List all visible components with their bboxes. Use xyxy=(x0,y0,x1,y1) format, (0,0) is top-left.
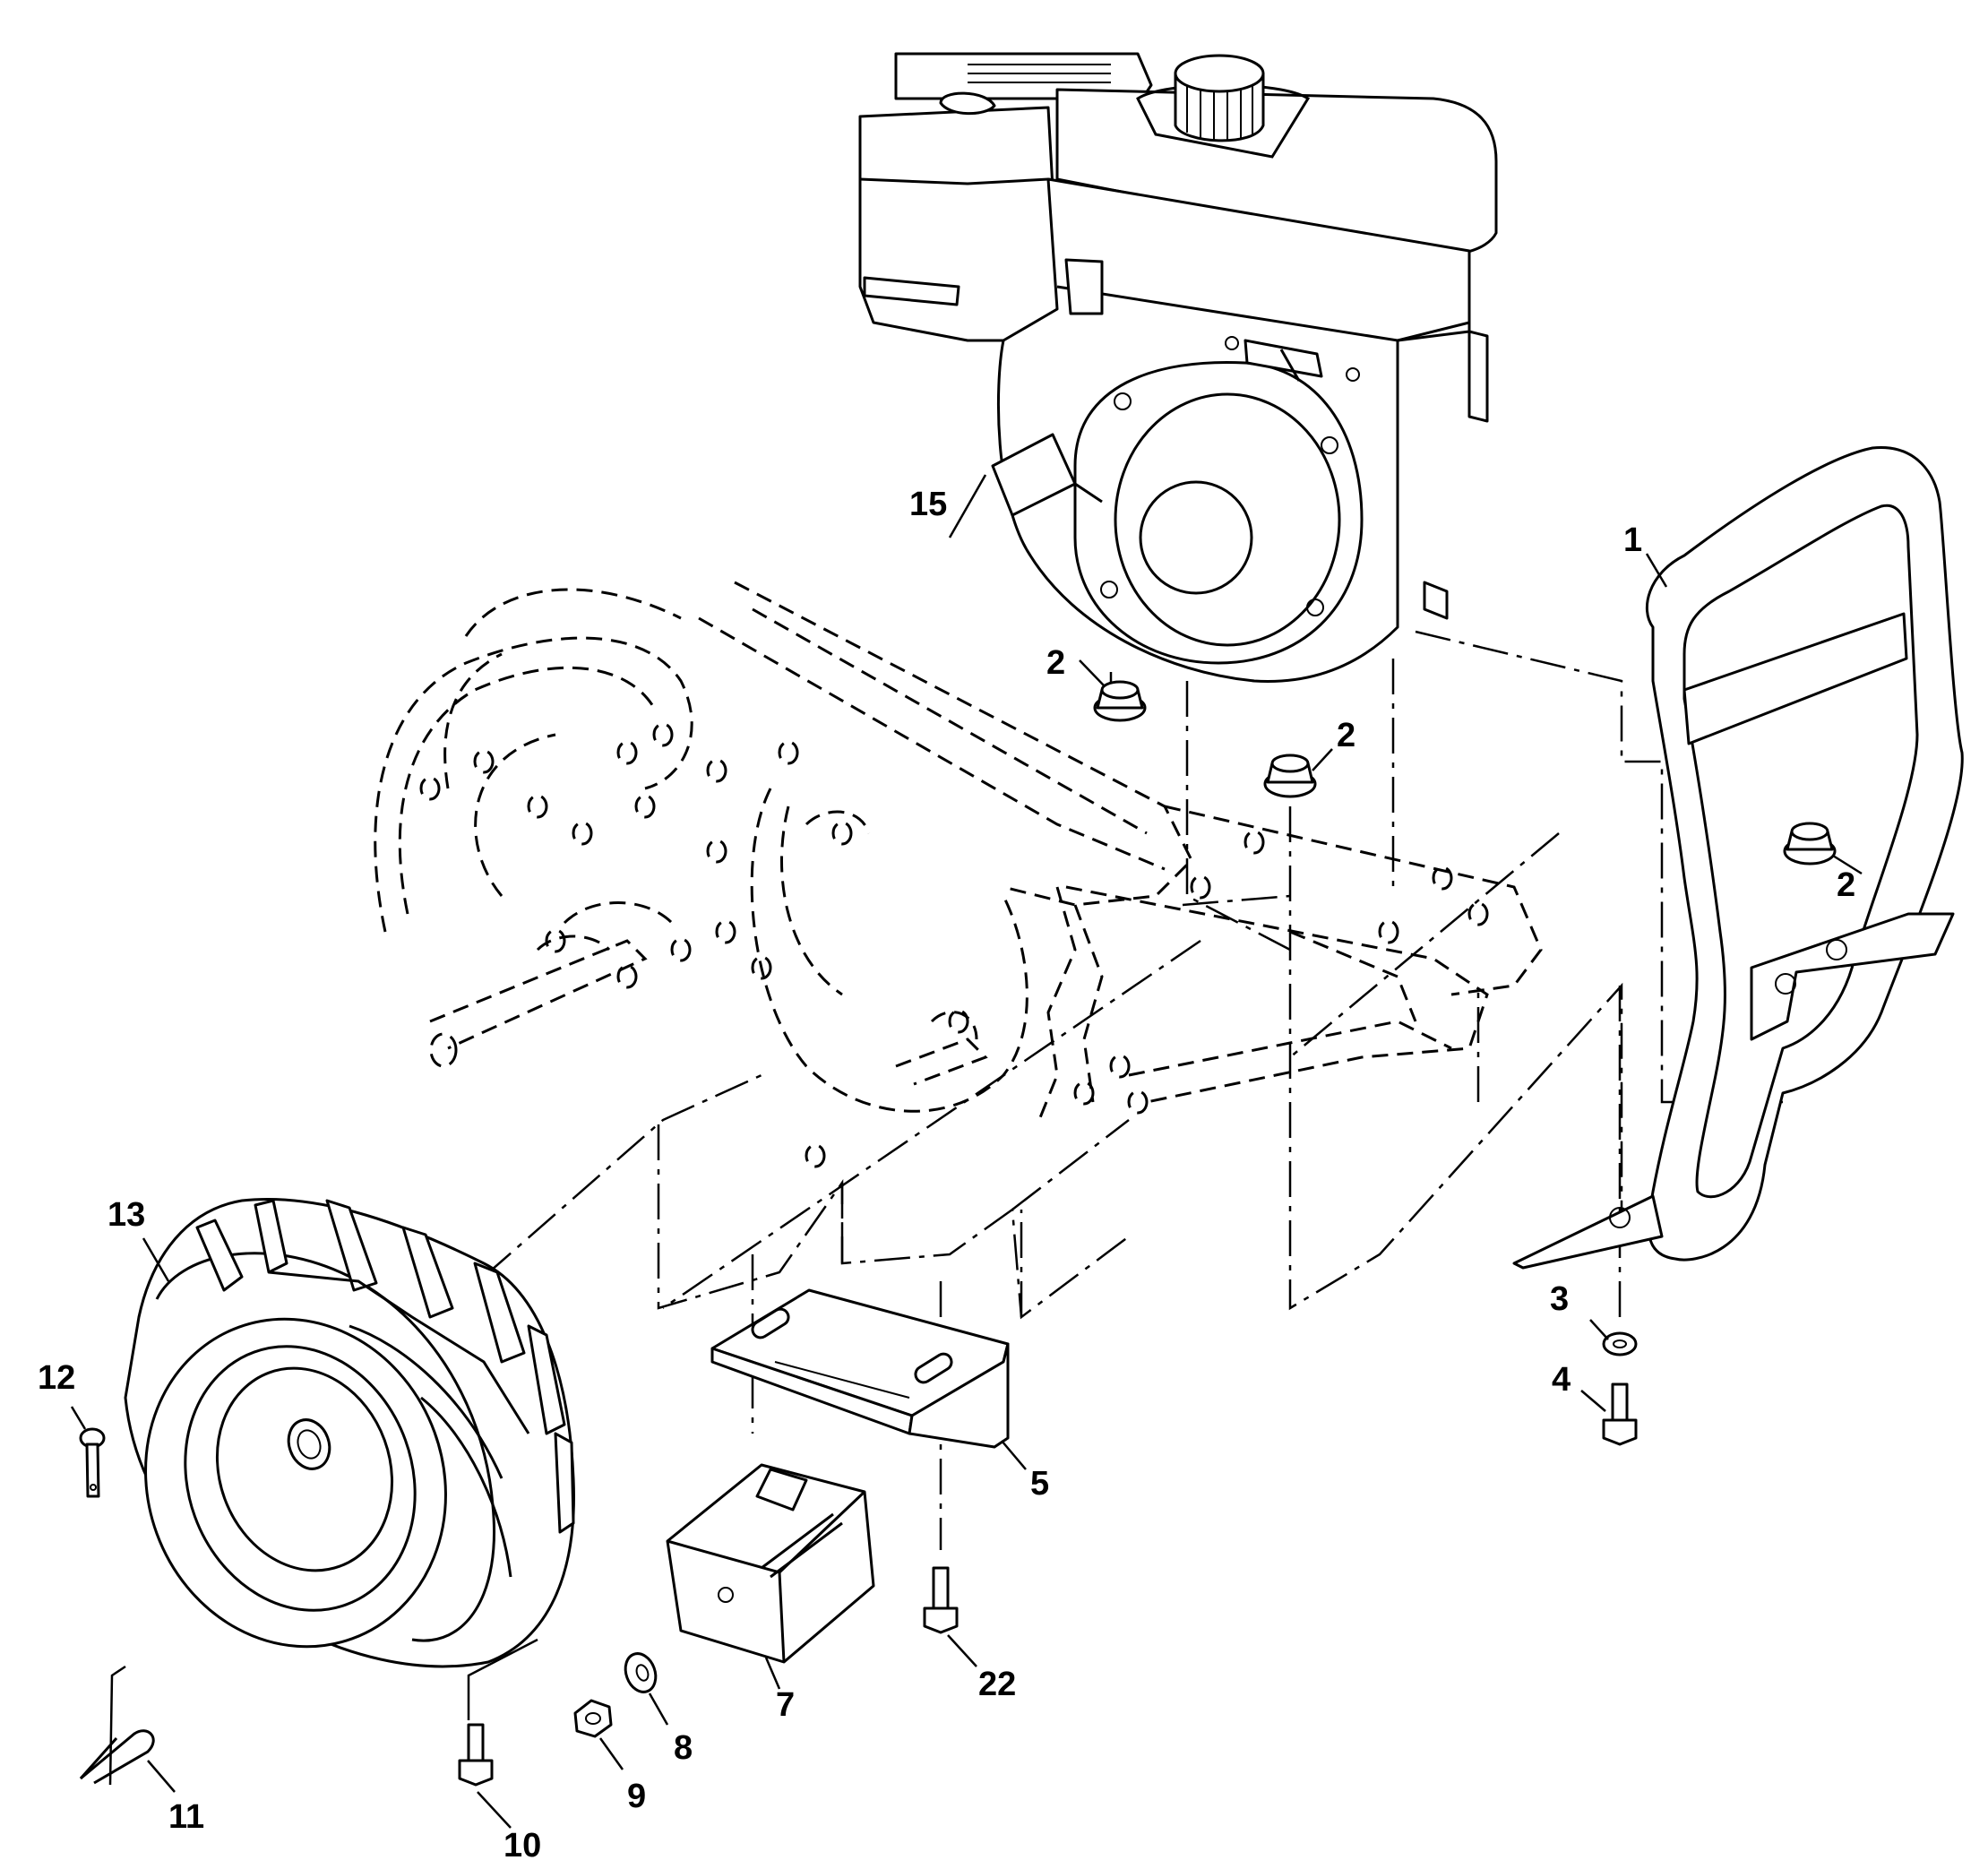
hairpin-clip-11 xyxy=(79,1729,155,1785)
callout-1: 1 xyxy=(1623,521,1642,559)
flange-nut-2-center xyxy=(1263,754,1317,798)
callout-2-left: 2 xyxy=(1046,644,1065,682)
callout-22: 22 xyxy=(978,1666,1016,1703)
clevis-pin-12 xyxy=(79,1427,106,1498)
washer-3 xyxy=(1602,1331,1638,1357)
callout-13: 13 xyxy=(108,1196,145,1234)
hex-nut-9 xyxy=(573,1699,613,1738)
callout-labels: 1 2 2 2 3 4 5 7 8 9 10 11 12 13 15 22 xyxy=(38,486,1855,1865)
callout-8: 8 xyxy=(674,1729,693,1767)
callout-2-right: 2 xyxy=(1837,866,1855,904)
callout-2-center: 2 xyxy=(1337,717,1355,754)
tiller-frame-phantom xyxy=(374,581,1543,1168)
lock-washer-8 xyxy=(624,1652,658,1693)
callout-11: 11 xyxy=(168,1798,204,1836)
engine xyxy=(858,52,1498,683)
callout-10: 10 xyxy=(503,1827,541,1865)
callout-15: 15 xyxy=(909,486,947,523)
callout-4: 4 xyxy=(1552,1361,1571,1399)
flange-nut-2-right xyxy=(1783,822,1837,866)
callout-7: 7 xyxy=(776,1686,795,1724)
leader-lines xyxy=(70,474,1863,1829)
wheel-tire xyxy=(124,1197,575,1668)
callout-5: 5 xyxy=(1030,1465,1049,1503)
callout-9: 9 xyxy=(627,1778,646,1815)
callout-12: 12 xyxy=(38,1359,75,1397)
hardware xyxy=(79,680,1837,1787)
assembly-centerlines xyxy=(483,630,1783,1550)
bolt-10 xyxy=(458,1723,494,1787)
callout-3: 3 xyxy=(1550,1280,1569,1318)
front-bumper xyxy=(1512,446,1964,1270)
tine-bolt-marks xyxy=(419,722,1489,1168)
flange-nut-2-left xyxy=(1093,680,1147,722)
tiller-weight xyxy=(666,1463,875,1664)
bolt-22 xyxy=(923,1566,959,1634)
bolt-4 xyxy=(1602,1382,1638,1446)
mounting-bracket xyxy=(710,1288,1010,1449)
